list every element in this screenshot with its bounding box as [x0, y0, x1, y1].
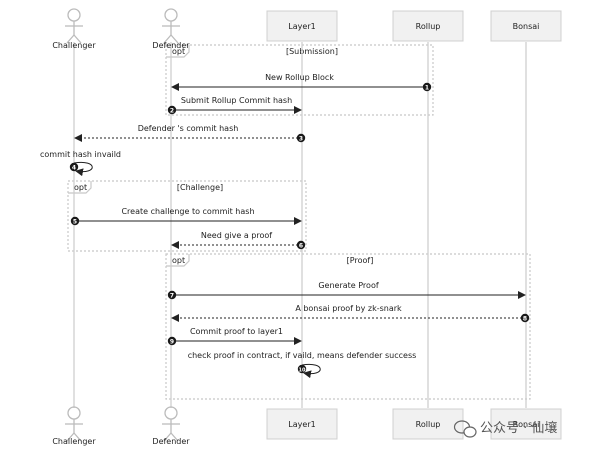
participant-bonsai-top: Bonsai	[490, 10, 562, 42]
message-number-badge: 3	[296, 133, 306, 142]
participant-bonsai-bottom: Bonsai	[490, 408, 562, 440]
message-number-badge: 6	[296, 240, 306, 249]
actor-icon	[162, 8, 180, 44]
message-7: 7 Generate Proof	[167, 281, 526, 299]
participant-defender-bottom: Defender	[152, 406, 190, 446]
fragment-condition: [Challenge]	[177, 183, 223, 192]
participant-label: Rollup	[416, 22, 441, 31]
participant-layer1-bottom: Layer1	[266, 408, 338, 440]
fragment-keyword: opt	[172, 256, 185, 265]
message-number: 10	[299, 367, 306, 373]
message-arrow	[301, 363, 321, 379]
message-number: 8	[523, 315, 527, 322]
message-number: 6	[299, 242, 303, 249]
message-label: check proof in contract, if vaild, means…	[188, 351, 417, 360]
participant-rollup-top: Rollup	[392, 10, 464, 42]
message-number-badge: 8	[520, 313, 530, 322]
fragment-2: opt [Challenge]	[67, 180, 307, 252]
participant-box	[490, 10, 562, 42]
participant-box	[392, 10, 464, 42]
fragment-frame	[165, 253, 531, 400]
wechat-icon	[453, 420, 477, 438]
participant-defender-top: Defender	[152, 8, 190, 50]
participant-box	[490, 408, 562, 440]
message-number: 2	[170, 107, 174, 114]
message-number-badge: 7	[167, 290, 177, 299]
message-5: 5 Create challenge to commit hash	[70, 207, 302, 225]
participant-box	[392, 408, 464, 440]
participant-box	[266, 10, 338, 42]
message-number-badge: 4	[69, 162, 79, 171]
participant-label: Defender	[152, 41, 190, 50]
message-label: Generate Proof	[318, 281, 378, 290]
fragment-condition: [Submission]	[286, 47, 338, 56]
fragment-tab	[166, 45, 190, 58]
actor-icon	[65, 406, 83, 442]
message-label: commit hash invaild	[40, 150, 121, 159]
message-number: 9	[170, 338, 174, 345]
message-label: Submit Rollup Commit hash	[181, 96, 292, 105]
message-number: 4	[72, 164, 76, 171]
watermark-text: 公众号 · 仙壤	[480, 420, 557, 436]
fragment-frame	[165, 44, 434, 116]
message-number: 5	[73, 218, 77, 225]
watermark: 公众号 · 仙壤	[453, 420, 557, 438]
participant-label: Layer1	[288, 420, 315, 429]
fragment-3: opt [Proof]	[165, 253, 531, 400]
fragment-keyword: opt	[74, 183, 87, 192]
message-2: 2 Submit Rollup Commit hash	[167, 96, 302, 114]
message-number: 7	[170, 292, 174, 299]
fragment-tab	[68, 181, 92, 194]
participant-label: Challenger	[52, 437, 96, 446]
actor-icon	[65, 8, 83, 44]
message-number-badge: 10	[297, 364, 307, 373]
message-1: 1 New Rollup Block	[171, 73, 432, 91]
participant-rollup-bottom: Rollup	[392, 408, 464, 440]
message-label: Create challenge to commit hash	[121, 207, 254, 216]
actor-icon	[162, 406, 180, 442]
message-label: Need give a proof	[201, 231, 272, 240]
participant-box	[266, 408, 338, 440]
participant-label: Bonsai	[513, 420, 540, 429]
message-number-badge: 2	[167, 105, 177, 114]
message-8: 8 A bonsai proof by zk-snark	[171, 304, 530, 322]
message-label: New Rollup Block	[265, 73, 334, 82]
message-number: 3	[299, 135, 303, 142]
participant-label: Layer1	[288, 22, 315, 31]
participant-label: Defender	[152, 437, 190, 446]
message-3: 3 Defender 's commit hash	[74, 124, 306, 142]
participant-challenger-top: Challenger	[52, 8, 96, 50]
message-number-badge: 9	[167, 336, 177, 345]
participant-challenger-bottom: Challenger	[52, 406, 96, 446]
message-arrow	[73, 161, 93, 177]
fragment-tab	[166, 254, 190, 267]
message-label: A bonsai proof by zk-snark	[295, 304, 402, 313]
message-number-badge: 1	[422, 82, 432, 91]
fragment-frame	[67, 180, 307, 252]
message-4: 4 commit hash invaild	[40, 150, 121, 177]
fragment-1: opt [Submission]	[165, 44, 434, 116]
message-label: Commit proof to layer1	[190, 327, 283, 336]
message-9: 9 Commit proof to layer1	[167, 327, 302, 345]
message-label: Defender 's commit hash	[138, 124, 239, 133]
participant-label: Rollup	[416, 420, 441, 429]
fragment-condition: [Proof]	[347, 256, 374, 265]
message-10: 10 check proof in contract, if vaild, mea…	[188, 351, 417, 379]
participant-label: Bonsai	[513, 22, 540, 31]
message-6: 6 Need give a proof	[171, 231, 306, 249]
fragment-keyword: opt	[172, 47, 185, 56]
message-number-badge: 5	[70, 216, 80, 225]
message-number: 1	[425, 84, 429, 91]
participant-layer1-top: Layer1	[266, 10, 338, 42]
participant-label: Challenger	[52, 41, 96, 50]
